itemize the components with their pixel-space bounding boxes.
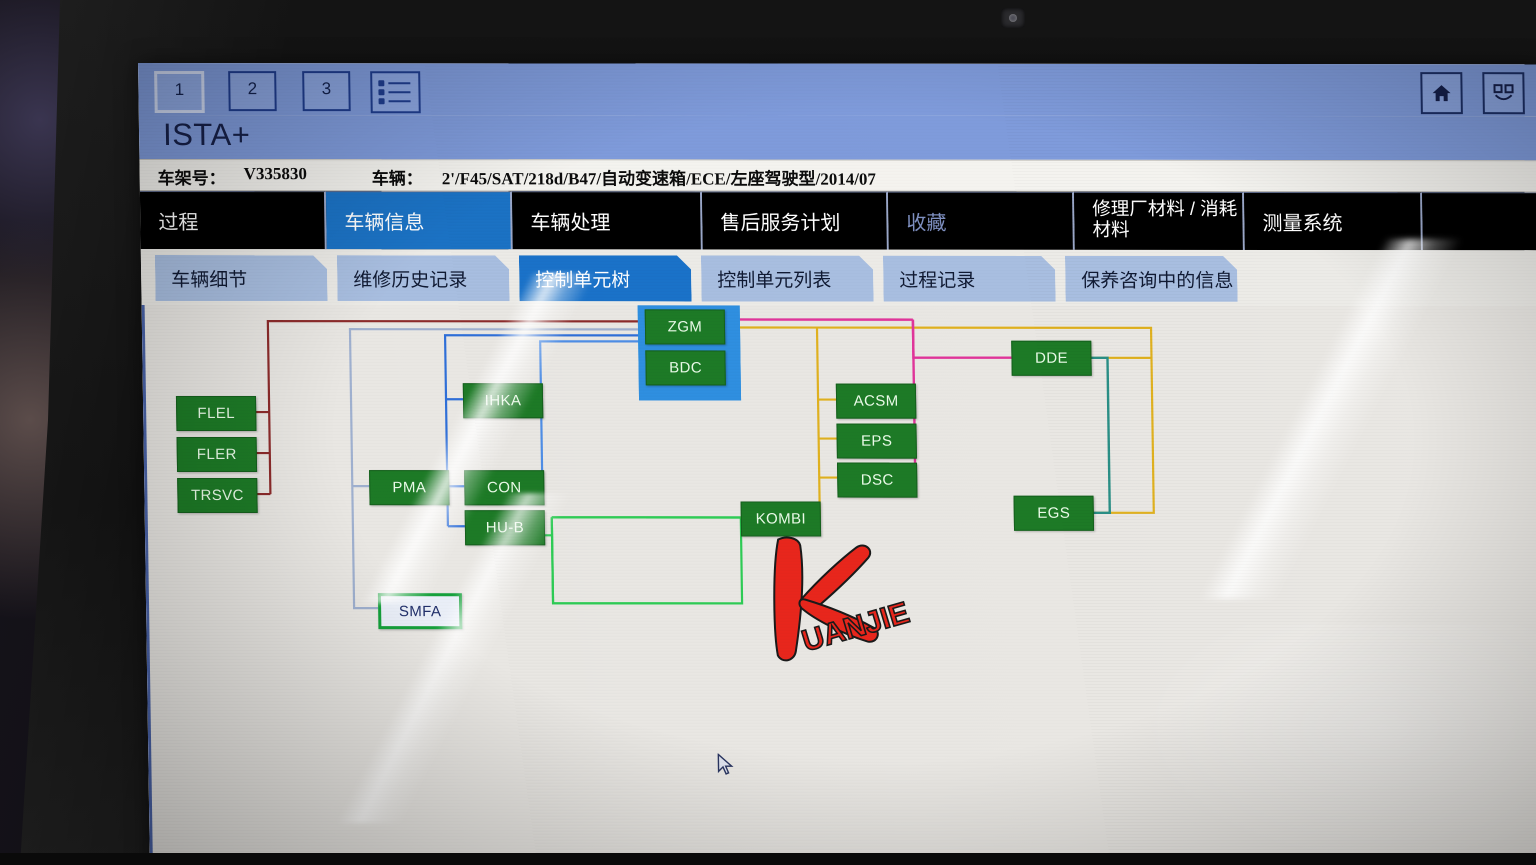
main-tab-1[interactable]: 过程 (139, 190, 327, 250)
list-icon[interactable] (370, 71, 421, 114)
bus-line (911, 319, 1012, 359)
bus-line (818, 398, 838, 479)
main-tab-6[interactable]: 修理厂材料 / 消耗材料 (1074, 191, 1245, 250)
vehicle-description: 2'/F45/SAT/218d/B47/自动变速箱/ECE/左座驾驶型/2014… (441, 169, 877, 189)
control-unit-node-flel[interactable]: FLEL (175, 395, 257, 432)
bus-line (348, 328, 646, 610)
screen-area: 1 2 3 (138, 63, 1536, 865)
mouse-pointer (717, 753, 734, 775)
control-unit-node-trsvc[interactable]: TRSVC (177, 477, 258, 514)
bus-line (543, 516, 743, 605)
vin-value: V335830 (243, 164, 308, 184)
control-unit-node-zgm[interactable]: ZGM (644, 309, 726, 345)
ista-application-window: 1 2 3 (138, 63, 1536, 865)
sub-tab-3[interactable]: 控制单元树 (519, 255, 692, 301)
page-title: ISTA+ (162, 117, 251, 153)
main-tab-4[interactable]: 售后服务计划 (701, 191, 889, 250)
bus-line (1089, 356, 1111, 514)
main-tab-3[interactable]: 车辆处理 (511, 191, 703, 250)
home-icon[interactable] (1420, 72, 1463, 115)
control-unit-node-pma[interactable]: PMA (369, 470, 450, 506)
main-tab-8[interactable] (1422, 192, 1536, 251)
sub-tab-5[interactable]: 过程记录 (883, 256, 1056, 302)
bus-line (816, 326, 1155, 514)
control-unit-node-egs[interactable]: EGS (1013, 495, 1095, 531)
control-unit-node-ihka[interactable]: IHKA (462, 383, 544, 419)
vin-label: 车架号： (157, 169, 226, 189)
control-unit-node-kombi[interactable]: KOMBI (740, 501, 822, 537)
control-unit-node-hu-b[interactable]: HU-B (464, 510, 546, 546)
workspace-button-1[interactable]: 1 (154, 71, 205, 114)
main-tab-5[interactable]: 收藏 (887, 191, 1075, 250)
main-tab-2[interactable]: 车辆信息 (325, 191, 513, 250)
sub-tab-6[interactable]: 保养咨询中的信息 (1065, 256, 1238, 302)
main-tab-7[interactable]: 测量系统 (1244, 191, 1423, 251)
laptop-bottom-bezel (0, 853, 1536, 865)
bus-line (254, 319, 645, 496)
sub-tab-1[interactable]: 车辆细节 (155, 255, 328, 301)
title-bar: ISTA+ (138, 114, 1536, 161)
sub-tab-bar: 车辆细节维修历史记录控制单元树控制单元列表过程记录保养咨询中的信息 (140, 248, 1536, 307)
control-unit-node-eps[interactable]: EPS (836, 423, 917, 459)
face-icon[interactable] (1482, 72, 1525, 115)
control-unit-node-fler[interactable]: FLER (176, 436, 258, 473)
control-unit-node-dsc[interactable]: DSC (837, 462, 918, 498)
control-unit-tree-diagram[interactable]: FLEL FLER TRSVC PMA IHKA CON HU-B SMFA ZGM BDC KOM… (141, 304, 1536, 865)
sub-tab-2[interactable]: 维修历史记录 (337, 255, 510, 301)
control-unit-node-smfa[interactable]: SMFA (377, 593, 463, 630)
workspace-button-2[interactable]: 2 (228, 71, 277, 112)
vehicle-label: 车辆： (371, 169, 423, 189)
bus-line (550, 516, 744, 605)
control-unit-node-bdc[interactable]: BDC (645, 350, 726, 386)
webcam-icon (1001, 8, 1025, 28)
toolbar: 1 2 3 (138, 63, 1536, 117)
control-unit-node-con[interactable]: CON (464, 470, 545, 506)
control-unit-node-dde[interactable]: DDE (1011, 340, 1092, 376)
main-tab-bar: 过程车辆信息车辆处理售后服务计划收藏修理厂材料 / 消耗材料测量系统 (139, 190, 1536, 251)
sub-tab-4[interactable]: 控制单元列表 (701, 255, 874, 301)
workspace-button-3[interactable]: 3 (302, 71, 351, 112)
control-unit-node-acsm[interactable]: ACSM (835, 383, 917, 419)
vehicle-info-bar: 车架号： V335830 车辆： 2'/F45/SAT/218d/B47/自动变… (139, 158, 1536, 193)
